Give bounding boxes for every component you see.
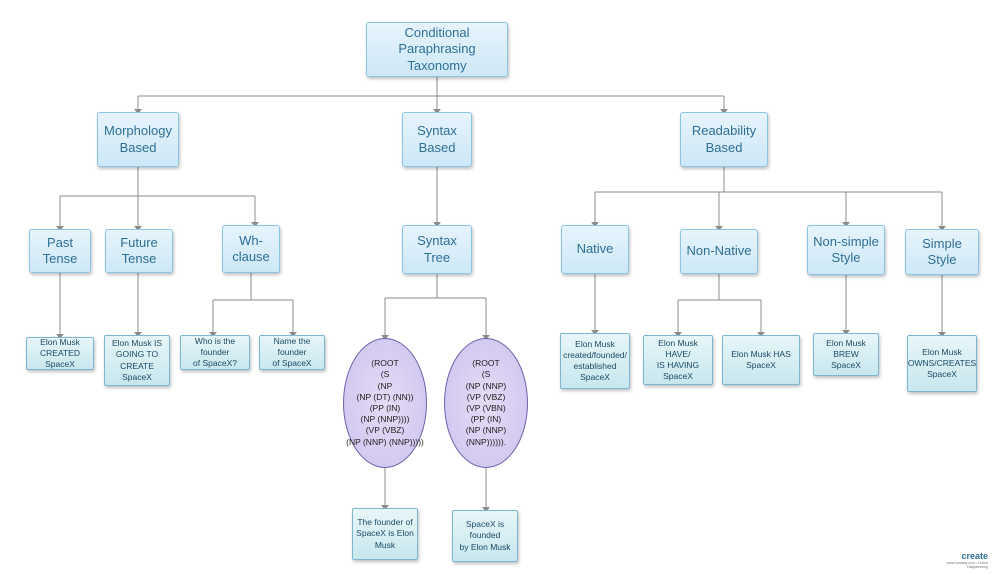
creately-logo: create www.creately.com • Online Diagram… <box>940 551 988 569</box>
parse-tree-b-ellipse[interactable]: (ROOT (S (NP (NNP) (VP (VBZ) (VP (VBN) (… <box>444 338 528 468</box>
non-simple-style-node[interactable]: Non-simple Style <box>807 225 885 275</box>
logo-tagline: www.creately.com • Online Diagramming <box>946 561 988 569</box>
tree-b-result[interactable]: SpaceX is founded by Elon Musk <box>452 510 518 562</box>
native-example[interactable]: Elon Musk created/founded/ established S… <box>560 333 630 389</box>
simple-example[interactable]: Elon Musk OWNS/CREATES SpaceX <box>907 335 977 392</box>
readability-based-node[interactable]: Readability Based <box>680 112 768 167</box>
future-tense-node[interactable]: Future Tense <box>105 229 173 273</box>
taxonomy-root-node[interactable]: Conditional Paraphrasing Taxonomy <box>366 22 508 77</box>
logo-word: create <box>961 551 988 561</box>
non-native-node[interactable]: Non-Native <box>680 229 758 274</box>
morphology-based-node[interactable]: Morphology Based <box>97 112 179 167</box>
wh-clause-node[interactable]: Wh-clause <box>222 225 280 273</box>
parse-tree-a-ellipse[interactable]: (ROOT (S (NP (NP (DT) (NN)) (PP (IN) (NP… <box>343 338 427 468</box>
non-native-example-a[interactable]: Elon Musk HAVE/ IS HAVING SpaceX <box>643 335 713 385</box>
tree-a-result[interactable]: The founder of SpaceX is Elon Musk <box>352 508 418 560</box>
syntax-based-node[interactable]: Syntax Based <box>402 112 472 167</box>
non-native-example-b[interactable]: Elon Musk HAS SpaceX <box>722 335 800 385</box>
wh-question-example[interactable]: Who is the founder of SpaceX? <box>180 335 250 370</box>
future-tense-example[interactable]: Elon Musk IS GOING TO CREATE SpaceX <box>104 335 170 386</box>
native-node[interactable]: Native <box>561 225 629 274</box>
syntax-tree-node[interactable]: Syntax Tree <box>402 225 472 274</box>
past-tense-example[interactable]: Elon Musk CREATED SpaceX <box>26 337 94 370</box>
wh-name-example[interactable]: Name the founder of SpaceX <box>259 335 325 370</box>
non-simple-example[interactable]: Elon Musk BREW SpaceX <box>813 333 879 376</box>
simple-style-node[interactable]: Simple Style <box>905 229 979 275</box>
past-tense-node[interactable]: Past Tense <box>29 229 91 273</box>
